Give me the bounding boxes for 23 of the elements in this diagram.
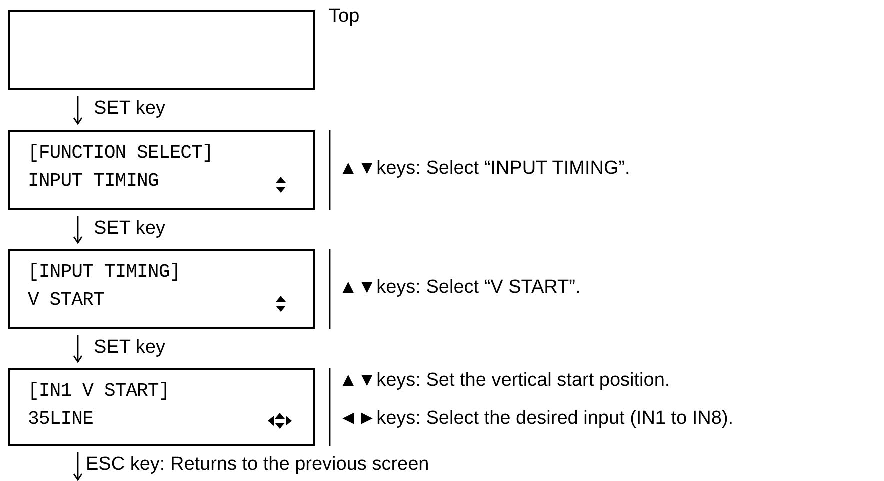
lcd-screen	[8, 130, 315, 210]
annotation: ◄►keys: Select the desired input (IN1 to IN8).	[339, 408, 734, 430]
lcd-screen	[8, 249, 315, 329]
arrow	[73, 216, 83, 244]
lcd-screen	[8, 368, 315, 446]
screen-text: [IN1 V START]	[28, 379, 170, 404]
screen-text: INPUT TIMING	[28, 169, 159, 194]
screen-text: [FUNCTION SELECT]	[28, 141, 214, 166]
arrow	[73, 335, 83, 363]
annotation: Top	[329, 6, 360, 28]
annotation: ▲▼keys: Select “V START”.	[339, 277, 581, 299]
annotation: ▲▼keys: Select “INPUT TIMING”.	[339, 158, 630, 180]
arrow	[73, 452, 83, 481]
screen-text: 35LINE	[28, 407, 94, 432]
screen-text: [INPUT TIMING]	[28, 260, 181, 285]
edge-label: SET key	[94, 336, 166, 358]
screen-text: V START	[28, 288, 104, 313]
edge-label: ESC key: Returns to the previous screen	[86, 454, 430, 476]
edge-label: SET key	[94, 218, 166, 240]
annotation: ▲▼keys: Set the vertical start position.	[339, 370, 670, 392]
lcd-screen	[8, 10, 315, 90]
edge-label: SET key	[94, 98, 166, 120]
arrow	[73, 96, 83, 125]
